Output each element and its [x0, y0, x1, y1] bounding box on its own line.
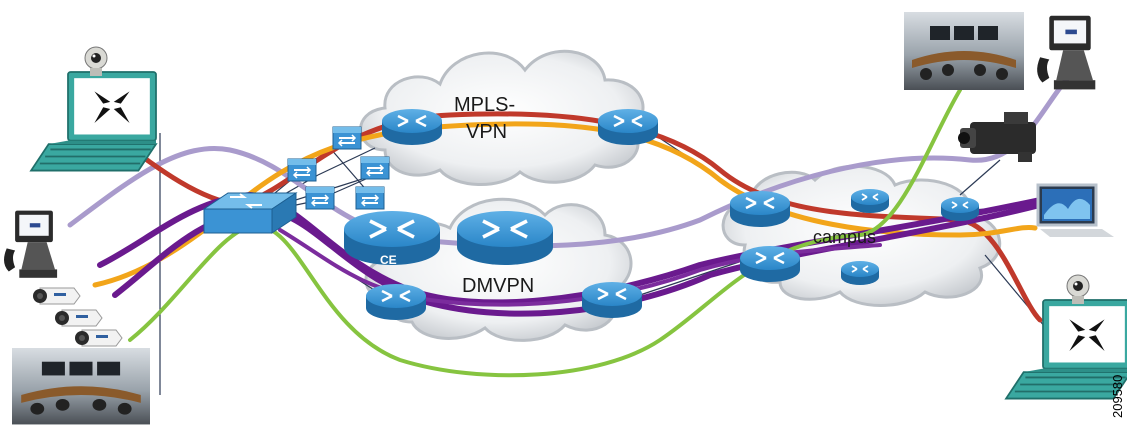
path-lavender	[67, 72, 1073, 249]
video-phone-icon	[4, 210, 58, 278]
mpls-vpn-cloud	[359, 49, 645, 186]
telepresence-room-icon	[12, 348, 150, 425]
dmvpn-label: DMVPN	[462, 275, 534, 297]
laptop-icon	[1005, 299, 1127, 400]
laptop-icon	[30, 71, 157, 172]
router-mpls-left	[380, 107, 444, 147]
ip-camera-icon	[74, 329, 123, 347]
router-mpls-right	[596, 107, 660, 147]
switch-icon	[202, 192, 298, 234]
desktop-monitor-icon	[1036, 183, 1114, 237]
router-dmvpn-left	[364, 282, 428, 322]
ce-label: CE	[380, 253, 397, 267]
ip-camera-icon	[32, 287, 81, 305]
video-camera-icon	[958, 112, 1036, 162]
router-campus-2	[738, 244, 802, 284]
router-campus-5	[840, 260, 880, 286]
telepresence-room-icon	[904, 12, 1024, 90]
video-phone-icon	[1037, 15, 1096, 90]
router-campus-4	[940, 196, 980, 222]
ip-camera-icon	[54, 309, 103, 327]
router-dmvpn-right	[580, 280, 644, 320]
mpls-label-line1: MPLS-	[454, 94, 515, 116]
router-ce-2	[455, 209, 555, 267]
campus-label: campus	[813, 227, 876, 247]
router-campus-1	[728, 189, 792, 229]
figure-id: 209580	[1110, 375, 1125, 418]
router-campus-3	[850, 188, 890, 214]
mpls-label-line2: VPN	[466, 121, 507, 143]
